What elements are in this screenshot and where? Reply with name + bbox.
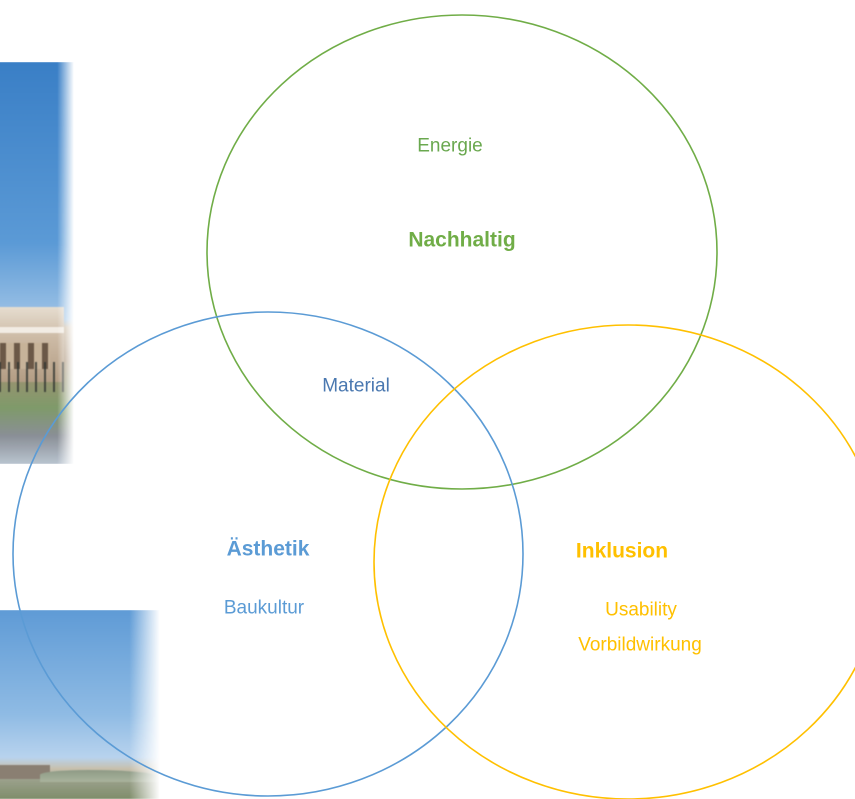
label-energie: Energie — [417, 135, 483, 157]
circle-inklusion — [373, 324, 855, 799]
label-nachhaltig: Nachhaltig — [408, 228, 516, 252]
label-aesthetik: Ästhetik — [226, 537, 310, 561]
label-usability: Usability — [605, 599, 677, 621]
label-baukultur: Baukultur — [223, 597, 305, 619]
building-photo-top — [0, 62, 74, 464]
fence — [0, 362, 64, 392]
label-inklusion: Inklusion — [575, 539, 669, 563]
building-roof — [0, 765, 50, 779]
label-vorbildwirkung: Vorbildwirkung — [578, 634, 702, 656]
hills — [40, 770, 160, 782]
label-material: Material — [322, 375, 390, 397]
building-photo-bottom — [0, 610, 160, 799]
circle-aesthetik — [12, 311, 524, 797]
circle-nachhaltig — [206, 14, 718, 490]
